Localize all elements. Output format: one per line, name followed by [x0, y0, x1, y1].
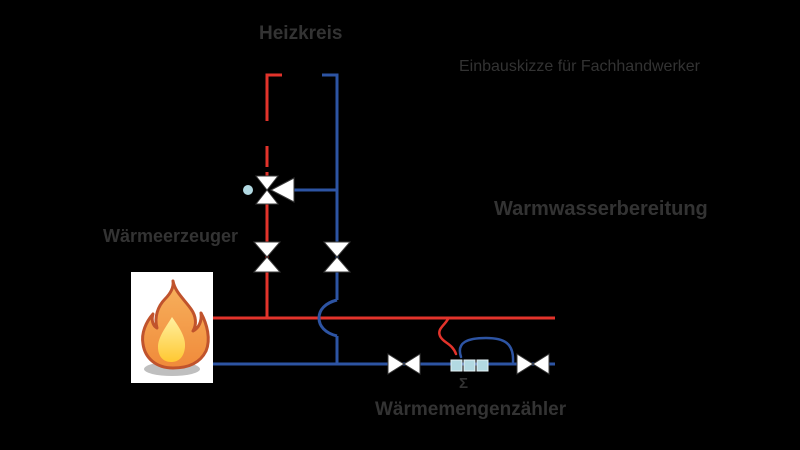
bowtie-valve-icon-meter-right	[516, 353, 550, 375]
valve-triangle	[322, 256, 352, 273]
valve-triangle	[322, 241, 352, 258]
sensor-dot-icon	[243, 185, 253, 195]
valve-triangle-top	[254, 175, 280, 191]
bowtie-valve-icon-return	[322, 241, 352, 273]
valve-triangle	[403, 353, 421, 375]
return-riser	[322, 73, 339, 300]
pipe-crossing-bridge	[317, 298, 338, 338]
boiler	[131, 272, 213, 383]
valve-triangle-right	[269, 177, 295, 203]
valve-triangle	[532, 353, 550, 375]
waermeerzeuger-label: Wärmeerzeuger	[103, 226, 239, 246]
heat-meter-icon	[450, 359, 489, 372]
flame-inner	[158, 317, 186, 362]
bowtie-valve-icon-meter-left	[387, 353, 421, 375]
valve-triangle	[387, 353, 405, 375]
return-pipe-blue	[213, 73, 555, 366]
meter-cell	[463, 359, 476, 372]
supply-riser-top-stub	[265, 73, 282, 121]
flow-sensor-cable-red	[438, 317, 458, 356]
meter-cell	[476, 359, 489, 372]
sigma-label: Σ	[459, 375, 469, 392]
meter-capillary-blue	[458, 336, 515, 364]
subtitle-label: Einbauskizze für Fachhandwerker	[459, 58, 701, 75]
bowtie-valve-icon-supply	[252, 241, 282, 273]
flame-icon	[141, 279, 210, 376]
heizkreis-label: Heizkreis	[259, 23, 343, 44]
valve-triangle	[516, 353, 534, 375]
warmwasserbereitung-label: Warmwasserbereitung	[494, 198, 708, 220]
valve-triangle-bottom	[254, 189, 280, 205]
valve-triangle	[252, 256, 282, 273]
three-way-valve-icon	[254, 175, 295, 205]
waermemengenzaehler-label: Wärmemengenzähler	[375, 399, 567, 420]
valve-triangle	[252, 241, 282, 258]
meter-cell	[450, 359, 463, 372]
